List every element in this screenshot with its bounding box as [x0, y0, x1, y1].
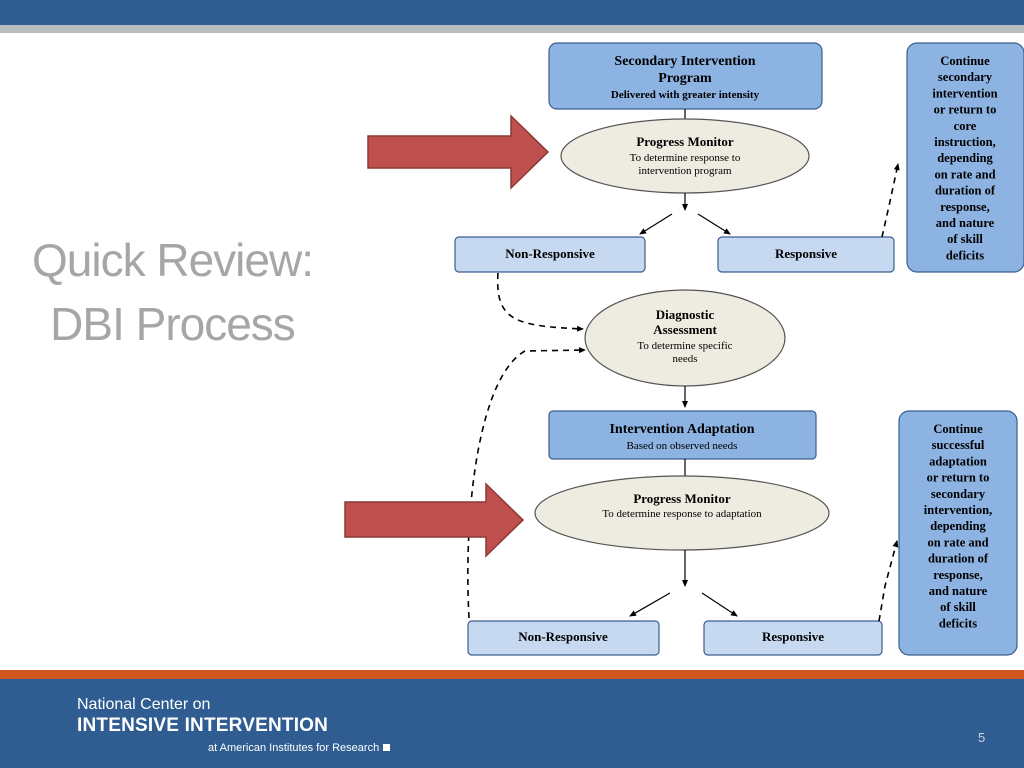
- continue-secondary-line: or return to: [934, 103, 997, 117]
- continue-secondary-line: duration of: [935, 184, 996, 198]
- header-band: [0, 0, 1024, 25]
- dashed-arrow-to-diagnostic: [496, 272, 584, 332]
- non-responsive-box-1: Non-Responsive: [454, 236, 646, 273]
- progress-monitor-2: Progress Monitor To determine response t…: [534, 475, 830, 551]
- secondary-title2: Program: [658, 71, 712, 86]
- org-name-line1: National Center on: [77, 696, 211, 713]
- pm1-sub1: To determine response to: [630, 152, 741, 164]
- continue-adaptation-line: adaptation: [929, 454, 987, 468]
- branch-arrow-right: [701, 592, 738, 617]
- responsive-label-1: Responsive: [775, 246, 837, 261]
- progress-monitor-1: Progress Monitor To determine response t…: [560, 118, 810, 194]
- secondary-sub: Delivered with greater intensity: [611, 89, 760, 101]
- non-responsive-label-1: Non-Responsive: [505, 246, 595, 261]
- continue-adaptation-line: intervention,: [924, 503, 992, 517]
- red-arrow-2-icon: [344, 482, 525, 558]
- continue-adaptation-line: Continue: [933, 422, 983, 436]
- slide-title-line1: Quick Review:: [32, 234, 314, 286]
- responsive-box-1: Responsive: [717, 236, 895, 273]
- footer: National Center on INTENSIVE INTERVENTIO…: [0, 679, 1024, 768]
- continue-adaptation-box: Continue successful adaptation or return to…: [898, 410, 1018, 656]
- continue-secondary-line: instruction,: [934, 135, 995, 149]
- responsive-box-2: Responsive: [703, 620, 883, 656]
- continue-adaptation-line: on rate and: [927, 535, 988, 549]
- continue-adaptation-line: or return to: [927, 471, 990, 485]
- adaptation-sub: Based on observed needs: [627, 440, 738, 452]
- org-affiliation: at American Institutes for Research: [208, 742, 380, 754]
- diagnostic-assessment: Diagnostic Assessment To determine speci…: [584, 289, 786, 387]
- pm2-sub: To determine response to adaptation: [602, 508, 762, 520]
- continue-secondary-line: and nature: [936, 216, 995, 230]
- continue-adaptation-line: duration of: [928, 552, 989, 566]
- slide-title: Quick Review: DBI Process: [20, 228, 325, 356]
- diag-sub2: needs: [672, 353, 697, 365]
- branch-arrow-left: [629, 592, 671, 617]
- continue-adaptation-line: deficits: [939, 616, 977, 630]
- continue-secondary-box: Continue secondary intervention or return t…: [906, 42, 1024, 273]
- dashed-arrow-to-continue-2: [878, 540, 899, 622]
- footer-accent-bar: [0, 670, 1024, 679]
- branch-arrow-right: [697, 213, 731, 235]
- adaptation-title: Intervention Adaptation: [609, 422, 754, 437]
- continue-secondary-line: on rate and: [934, 167, 995, 181]
- diag-title1: Diagnostic: [656, 307, 715, 322]
- slide-title-line2: DBI Process: [50, 298, 296, 350]
- pm1-title: Progress Monitor: [636, 134, 734, 149]
- dashed-loop-arrow: [467, 347, 586, 619]
- continue-secondary-line: Continue: [940, 54, 990, 68]
- dashed-arrow-to-continue-1: [881, 163, 900, 238]
- page-number: 5: [978, 730, 986, 745]
- square-icon: [383, 744, 391, 751]
- header-rule: [0, 25, 1024, 33]
- continue-secondary-line: intervention: [932, 86, 997, 100]
- red-arrow-1-icon: [367, 114, 550, 190]
- continue-secondary-line: of skill: [947, 232, 983, 246]
- secondary-intervention-box: Secondary Intervention Program Delivered…: [548, 42, 823, 110]
- continue-secondary-line: secondary: [938, 70, 993, 84]
- diag-sub1: To determine specific: [637, 340, 732, 352]
- continue-secondary-line: deficits: [946, 248, 984, 262]
- responsive-label-2: Responsive: [762, 629, 824, 644]
- branch-arrow-left: [639, 213, 673, 235]
- continue-secondary-line: core: [954, 119, 977, 133]
- secondary-title1: Secondary Intervention: [614, 54, 755, 69]
- non-responsive-label-2: Non-Responsive: [518, 629, 608, 644]
- org-name-line2: INTENSIVE INTERVENTION: [77, 715, 329, 736]
- continue-adaptation-line: response,: [933, 568, 982, 582]
- intervention-adaptation-box: Intervention Adaptation Based on observe…: [548, 410, 817, 460]
- continue-secondary-line: depending: [937, 151, 993, 165]
- continue-secondary-line: response,: [940, 200, 989, 214]
- pm1-sub2: intervention program: [638, 165, 732, 177]
- continue-adaptation-line: of skill: [940, 600, 976, 614]
- org-name-line3: at American Institutes for Research: [208, 742, 391, 754]
- flowchart-svg: Secondary Intervention Program Delivered…: [454, 42, 1024, 656]
- diag-title2: Assessment: [653, 322, 717, 337]
- non-responsive-box-2: Non-Responsive: [467, 620, 660, 656]
- pm2-title: Progress Monitor: [633, 491, 731, 506]
- continue-adaptation-line: and nature: [929, 584, 988, 598]
- continue-adaptation-line: depending: [930, 519, 986, 533]
- continue-adaptation-line: secondary: [931, 487, 986, 501]
- continue-adaptation-line: successful: [932, 438, 985, 452]
- dbi-process-diagram: Secondary Intervention Program Delivered…: [445, 36, 1024, 670]
